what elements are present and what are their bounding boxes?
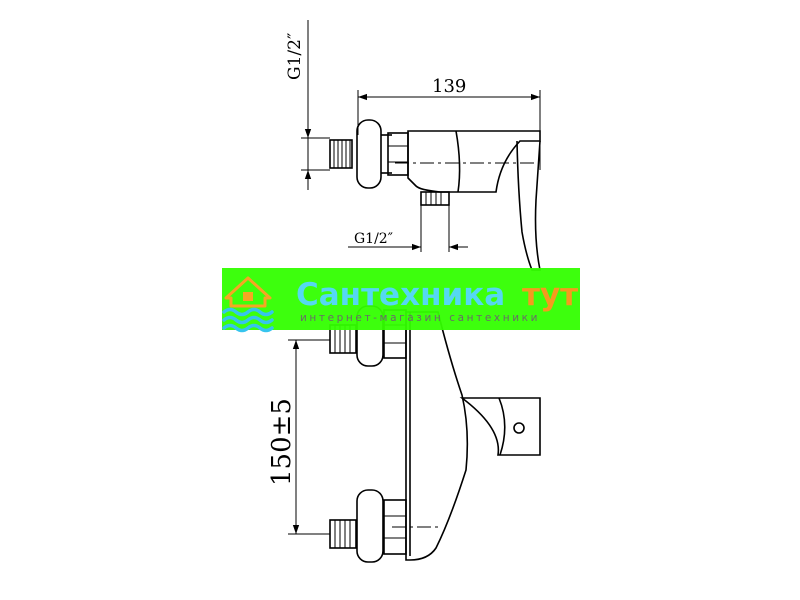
cartridge-screw	[513, 422, 525, 434]
front-view	[288, 305, 541, 563]
brand-name: Сантехника тут	[296, 277, 578, 313]
outlet-thread-label: G1/2″	[354, 231, 393, 247]
length-label: 139	[432, 76, 466, 97]
waves-icon	[222, 307, 274, 333]
logo-icon	[222, 276, 274, 333]
watermark: Сантехника тут интернет-магазин сантехни…	[222, 268, 580, 333]
cartridge	[459, 397, 541, 456]
top-view	[301, 20, 541, 271]
house-icon	[224, 276, 272, 308]
hex-nut	[387, 132, 409, 176]
lower-inlet-thread	[329, 519, 357, 549]
lower-flange	[356, 489, 384, 563]
watermark-band	[222, 268, 580, 330]
outlet-thread	[420, 191, 450, 206]
inlet-thread-label: G1/2″	[285, 33, 305, 80]
flange	[356, 119, 382, 189]
front-body	[405, 311, 469, 561]
inlet-thread	[329, 139, 353, 169]
center-distance-label: 150±5	[267, 398, 297, 486]
brand-tagline: интернет-магазин сантехники	[300, 312, 540, 324]
mixer-body	[407, 130, 541, 193]
brand-name-part2: тут	[522, 277, 578, 313]
lever-handle	[516, 140, 541, 271]
brand-name-part1: Сантехника	[296, 277, 505, 313]
